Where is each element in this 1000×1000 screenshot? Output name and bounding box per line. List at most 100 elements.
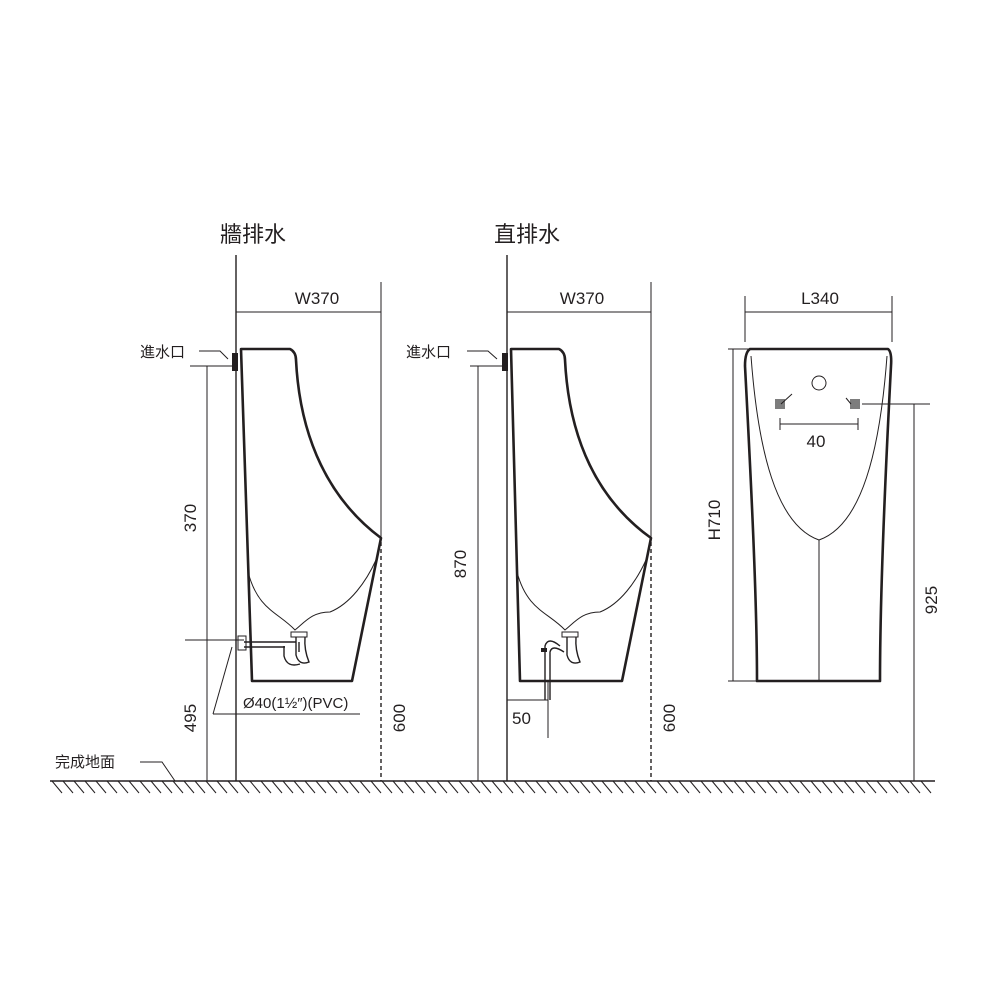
hatch-mark [634, 780, 646, 794]
hatch-mark [590, 780, 602, 794]
hatch-mark [62, 780, 74, 794]
hatch-mark [832, 780, 844, 794]
hatch-mark [755, 780, 767, 794]
urinal-front-body [743, 347, 893, 683]
hatch-mark [150, 780, 162, 794]
inlet-connector-icon [502, 353, 508, 371]
outlet-height-label: 495 [181, 704, 200, 732]
hatch-mark [579, 780, 591, 794]
hatch-mark [821, 780, 833, 794]
hatch-mark [447, 780, 459, 794]
spacing-dim-label: 40 [807, 432, 826, 451]
inlet-height-label: 370 [181, 504, 200, 532]
mount-hole-left-icon [775, 399, 785, 409]
hatch-mark [667, 780, 679, 794]
inlet-connector-icon [232, 353, 238, 371]
hatch-mark [887, 780, 899, 794]
hatch-mark [854, 780, 866, 794]
wall-drain-title: 牆排水 [220, 222, 286, 247]
hatch-mark [612, 780, 624, 794]
hatch-mark [436, 780, 448, 794]
hatch-mark [557, 780, 569, 794]
hatch-mark [370, 780, 382, 794]
hatch-mark [348, 780, 360, 794]
hatch-mark [623, 780, 635, 794]
hatch-mark [216, 780, 228, 794]
hatch-mark [293, 780, 305, 794]
hatch-mark [425, 780, 437, 794]
hatch-mark [480, 780, 492, 794]
floor-hatching [51, 780, 932, 794]
hatch-mark [568, 780, 580, 794]
hatch-mark [766, 780, 778, 794]
hatch-mark [260, 780, 272, 794]
height-dim-label: H710 [705, 500, 724, 541]
hatch-mark [700, 780, 712, 794]
hatch-mark [315, 780, 327, 794]
hatch-mark [95, 780, 107, 794]
hatch-mark [205, 780, 217, 794]
inlet-label: 進水口 [406, 344, 451, 361]
hatch-mark [172, 780, 184, 794]
hatch-mark [777, 780, 789, 794]
hatch-mark [513, 780, 525, 794]
hatch-mark [711, 780, 723, 794]
front-height-label: 600 [660, 704, 679, 732]
hatch-mark [678, 780, 690, 794]
hatch-mark [326, 780, 338, 794]
hatch-mark [799, 780, 811, 794]
hatch-mark [744, 780, 756, 794]
hatch-mark [139, 780, 151, 794]
hatch-mark [722, 780, 734, 794]
hatch-mark [128, 780, 140, 794]
hatch-mark [898, 780, 910, 794]
width-dim-label: W370 [295, 289, 339, 308]
wall-drain-view: 牆排水 W370 進水口 370 495 [140, 222, 409, 781]
hatch-mark [249, 780, 261, 794]
hatch-mark [502, 780, 514, 794]
mount-leader-left [780, 393, 793, 405]
hatch-mark [238, 780, 250, 794]
p-trap-icon [237, 631, 310, 666]
hatch-mark [414, 780, 426, 794]
hatch-mark [491, 780, 503, 794]
hatch-mark [810, 780, 822, 794]
front-height-label: 600 [390, 704, 409, 732]
hatch-mark [645, 780, 657, 794]
hatch-mark [161, 780, 173, 794]
hatch-mark [381, 780, 393, 794]
hatch-mark [876, 780, 888, 794]
floor-leader [140, 761, 176, 782]
finished-floor: 完成地面 [50, 754, 935, 794]
inlet-leader [199, 350, 229, 360]
hatch-mark [920, 780, 932, 794]
hatch-mark [788, 780, 800, 794]
inlet-label: 進水口 [140, 344, 185, 361]
top-height-label: 925 [922, 586, 941, 614]
hatch-mark [194, 780, 206, 794]
hatch-mark [458, 780, 470, 794]
hatch-mark [51, 780, 63, 794]
sensor-circle-icon [811, 375, 827, 391]
hatch-mark [909, 780, 921, 794]
hatch-mark [117, 780, 129, 794]
hatch-mark [601, 780, 613, 794]
hatch-mark [271, 780, 283, 794]
hatch-mark [546, 780, 558, 794]
hatch-mark [106, 780, 118, 794]
hatch-mark [403, 780, 415, 794]
pipe-size-label: Ø40(1½″)(PVC) [243, 695, 348, 712]
pipe-leader [212, 646, 233, 715]
hatch-mark [282, 780, 294, 794]
hatch-mark [227, 780, 239, 794]
hatch-mark [656, 780, 668, 794]
width-dim-label: W370 [560, 289, 604, 308]
urinal-side-body [239, 347, 383, 683]
inlet-leader [467, 350, 498, 360]
hatch-mark [689, 780, 701, 794]
hatch-mark [84, 780, 96, 794]
hatch-mark [392, 780, 404, 794]
hatch-mark [865, 780, 877, 794]
